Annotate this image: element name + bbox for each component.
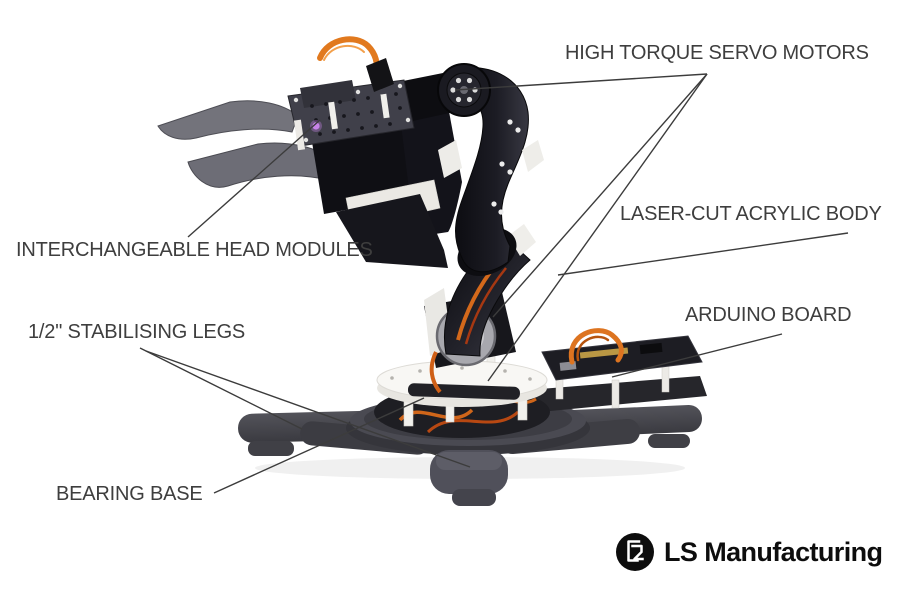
callout-head-modules: INTERCHANGEABLE HEAD MODULES: [16, 239, 373, 261]
callout-bearing-base: BEARING BASE: [56, 483, 203, 505]
turntable-graphic: [374, 317, 550, 438]
callout-stabilising-legs: 1/2" STABILISING LEGS: [28, 321, 246, 343]
callout-servo-motors: HIGH TORQUE SERVO MOTORS: [565, 42, 869, 64]
acrylic-spacer: [438, 140, 462, 178]
lower-arm-graphic: [443, 224, 536, 357]
head-module-graphic: [157, 36, 454, 268]
brand-name: LS Manufacturing: [664, 536, 883, 567]
upper-arm-graphic: [447, 67, 544, 273]
leader-lines: [139, 73, 849, 494]
arduino-board-graphic: [528, 328, 707, 412]
brand-logo: LS Manufacturing: [615, 532, 883, 572]
ls-monogram-icon: [616, 533, 654, 571]
callout-acrylic-body: LASER-CUT ACRYLIC BODY: [620, 203, 882, 225]
callout-arduino-board: ARDUINO BOARD: [685, 304, 852, 326]
